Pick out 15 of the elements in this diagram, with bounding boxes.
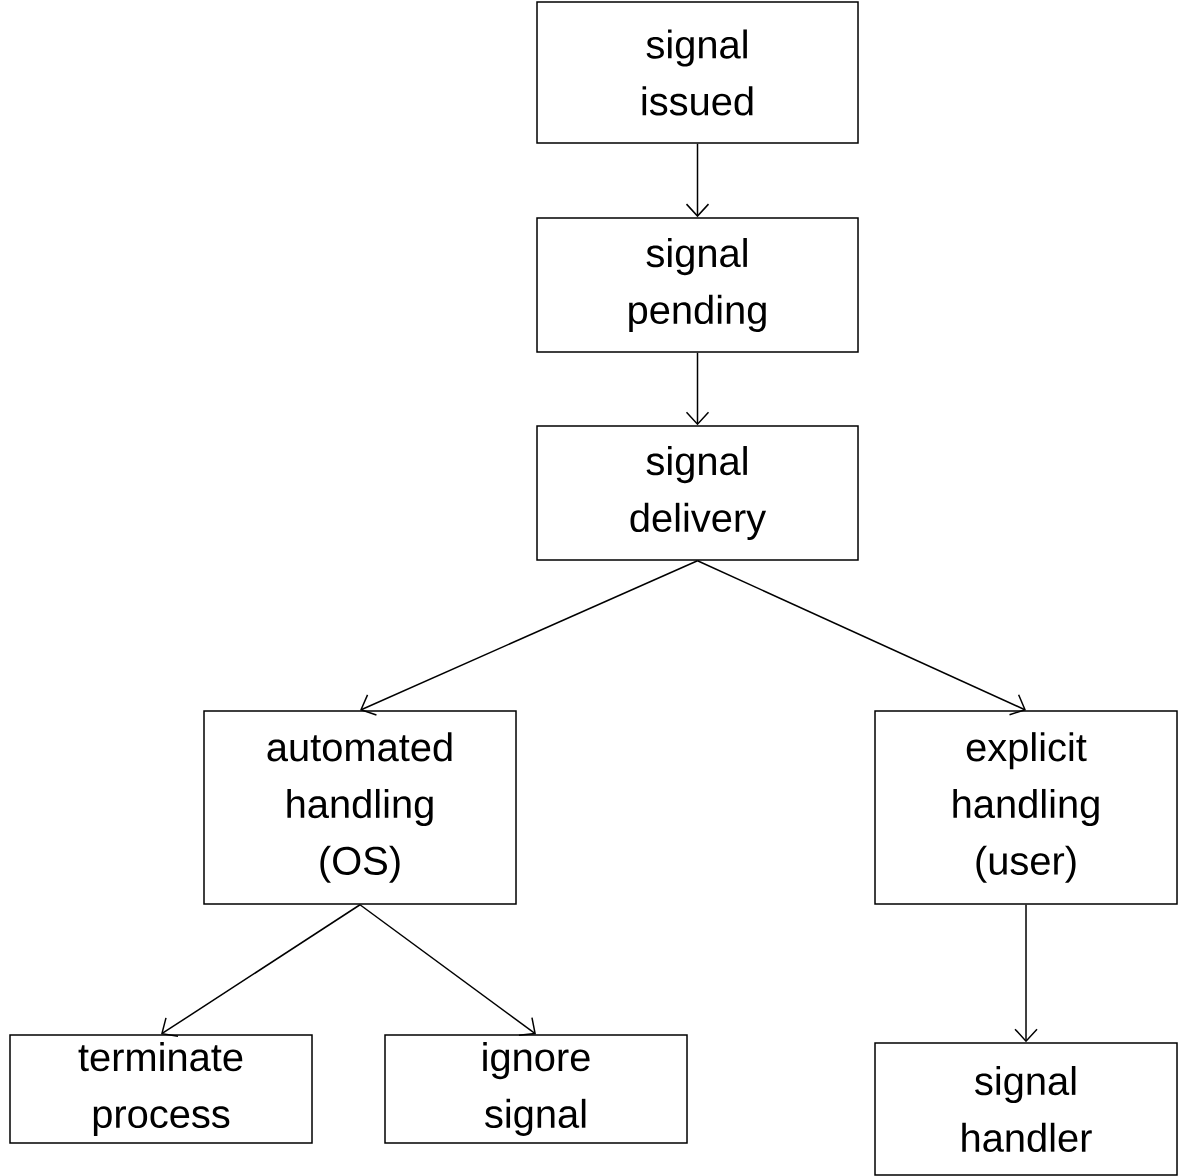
process-box: automated handling (OS) xyxy=(203,710,517,905)
process-box: explicit handling (user) xyxy=(874,710,1178,905)
arrow xyxy=(360,560,699,716)
process-box: terminate process xyxy=(9,1034,313,1144)
arrow xyxy=(161,904,361,1038)
process-box: signal handler xyxy=(874,1042,1178,1176)
process-box: signal delivery xyxy=(536,425,859,561)
process-box: signal pending xyxy=(536,217,859,353)
arrow xyxy=(685,352,710,426)
arrow xyxy=(1014,904,1038,1043)
arrow xyxy=(696,560,1026,716)
arrow xyxy=(685,143,710,218)
arrow xyxy=(359,904,536,1037)
process-box: ignore signal xyxy=(384,1034,688,1144)
process-box: signal issued xyxy=(536,1,859,144)
